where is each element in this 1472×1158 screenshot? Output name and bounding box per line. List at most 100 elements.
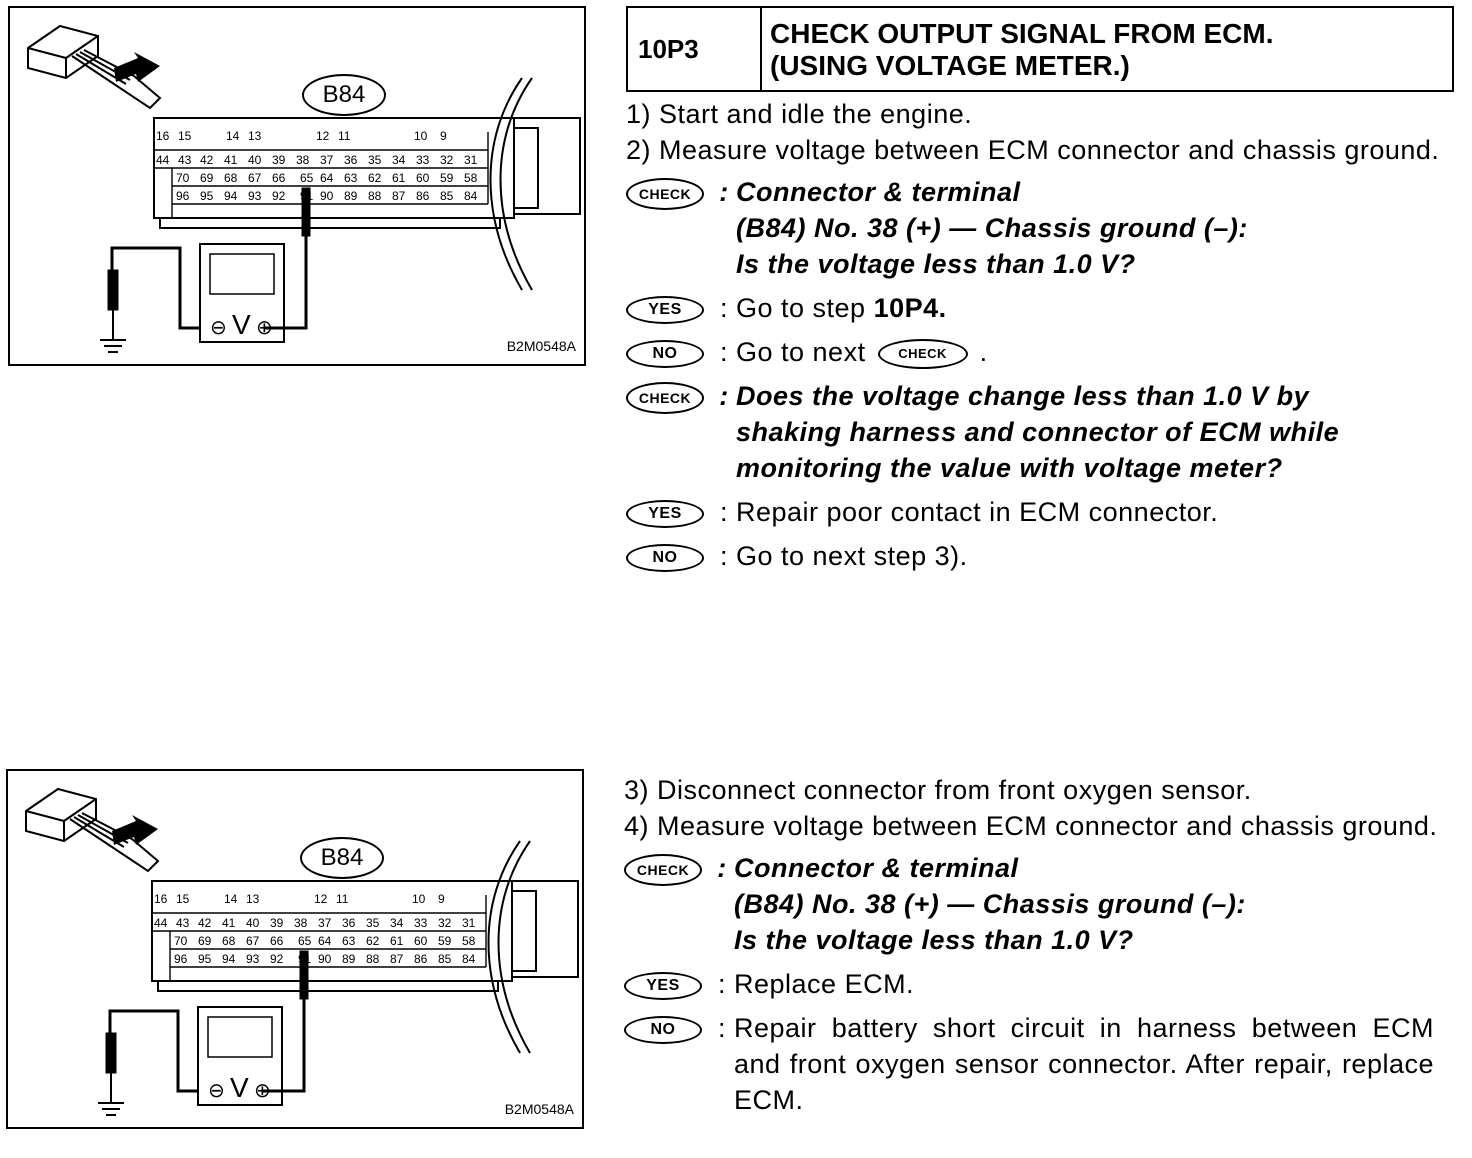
pin-label: 32 bbox=[440, 153, 454, 167]
check-line: Is the voltage less than 1.0 V? bbox=[734, 925, 1134, 955]
pin-label: 15 bbox=[178, 129, 192, 143]
pin-label: 44 bbox=[154, 916, 168, 930]
ecm-connector-illustration: 16 15 14 13 12 11 10 9 44 43 42 41 40 39… bbox=[27, 24, 581, 353]
pin-label: 42 bbox=[200, 153, 214, 167]
plus-terminal-icon: ⊕ bbox=[254, 1078, 271, 1102]
answer-text: Go to next bbox=[736, 337, 866, 367]
pin-label: 63 bbox=[344, 171, 358, 185]
pin-label: 84 bbox=[462, 952, 476, 966]
pin-label: 16 bbox=[154, 892, 168, 906]
pin-label: 61 bbox=[392, 171, 406, 185]
pin-label: 93 bbox=[246, 952, 260, 966]
pin-label: 9 bbox=[438, 892, 445, 906]
pin-label: 35 bbox=[368, 153, 382, 167]
no-badge: NO bbox=[626, 340, 704, 368]
pin-label: 42 bbox=[198, 916, 212, 930]
connector-diagram-bottom: 16 15 14 13 12 11 10 9 44 43 42 41 40 39… bbox=[6, 769, 584, 1129]
yes-row-3: YES : Replace ECM. bbox=[624, 966, 1452, 1002]
pin-label: 38 bbox=[296, 153, 310, 167]
check-line: Does the voltage change less than 1.0 V … bbox=[736, 381, 1310, 411]
yes-answer-2: Repair poor contact in ECM connector. bbox=[736, 497, 1219, 527]
pin-label: 14 bbox=[224, 892, 238, 906]
pin-label: 94 bbox=[222, 952, 236, 966]
pin-label: 38 bbox=[294, 916, 308, 930]
check-badge: CHECK bbox=[624, 854, 702, 886]
pin-label: 69 bbox=[200, 171, 214, 185]
pin-label: 31 bbox=[462, 916, 476, 930]
pin-label: 65 bbox=[300, 171, 314, 185]
pin-label: 15 bbox=[176, 892, 190, 906]
figure-code: B2M0548A bbox=[506, 338, 576, 354]
pin-row-1: 16 15 14 13 12 11 10 9 bbox=[154, 892, 445, 906]
pin-label: 90 bbox=[320, 189, 334, 203]
pin-label: 90 bbox=[318, 952, 332, 966]
yes-answer-1: Go to step 10P4. bbox=[736, 290, 947, 326]
pin-label: 62 bbox=[366, 934, 380, 948]
instruction-3: 3) Disconnect connector from front oxyge… bbox=[624, 775, 1252, 805]
pin-label: 11 bbox=[338, 129, 351, 143]
pin-label: 68 bbox=[224, 171, 238, 185]
check-row-2: CHECK : Does the voltage change less tha… bbox=[626, 378, 1456, 486]
pin-label: 33 bbox=[414, 916, 428, 930]
pin-label: 85 bbox=[438, 952, 452, 966]
pin-label: 96 bbox=[174, 952, 188, 966]
step-title-line-1: CHECK OUTPUT SIGNAL FROM ECM. bbox=[770, 18, 1274, 49]
pin-row-1: 16 15 14 13 12 11 10 9 bbox=[156, 129, 447, 143]
voltmeter-symbol: V bbox=[230, 1072, 249, 1103]
no-badge: NO bbox=[624, 1016, 702, 1044]
pin-label: 95 bbox=[198, 952, 212, 966]
minus-terminal-icon: ⊖ bbox=[208, 1078, 225, 1102]
plus-terminal-icon: ⊕ bbox=[256, 315, 273, 339]
check-badge: CHECK bbox=[626, 382, 704, 414]
pin-label: 60 bbox=[414, 934, 428, 948]
minus-terminal-icon: ⊖ bbox=[210, 315, 227, 339]
procedure-section-2: 3) Disconnect connector from front oxyge… bbox=[624, 772, 1452, 1118]
pin-label: 89 bbox=[344, 189, 358, 203]
pin-label: 87 bbox=[392, 189, 406, 203]
pin-label: 31 bbox=[464, 153, 478, 167]
instruction-4: 4) Measure voltage between ECM connector… bbox=[624, 811, 1438, 841]
pin-label: 69 bbox=[198, 934, 212, 948]
check-row-1: CHECK : Connector & terminal (B84) No. 3… bbox=[626, 174, 1456, 282]
pin-label: 62 bbox=[368, 171, 382, 185]
pin-label: 70 bbox=[174, 934, 188, 948]
pin-label: 41 bbox=[224, 153, 238, 167]
pin-label: 61 bbox=[390, 934, 404, 948]
pin-label: 64 bbox=[318, 934, 332, 948]
pin-label: 66 bbox=[270, 934, 284, 948]
pin-grid bbox=[152, 895, 487, 981]
yes-badge: YES bbox=[624, 972, 702, 1000]
check-question-1: Connector & terminal (B84) No. 38 (+) — … bbox=[736, 174, 1248, 282]
pin-label: 64 bbox=[320, 171, 334, 185]
no-answer-1: Go to next CHECK . bbox=[736, 337, 988, 369]
yes-badge: YES bbox=[626, 296, 704, 324]
instruction-1: 1) Start and idle the engine. bbox=[626, 99, 973, 129]
pin-label: 39 bbox=[270, 916, 284, 930]
check-line: Connector & terminal bbox=[736, 177, 1021, 207]
yes-badge: YES bbox=[626, 500, 704, 528]
answer-text: Go to step bbox=[736, 293, 874, 323]
voltmeter-symbol: V bbox=[232, 309, 251, 340]
pin-row-2: 44 43 42 41 40 39 38 37 36 35 34 33 32 3… bbox=[154, 916, 476, 930]
pin-label: 59 bbox=[438, 934, 452, 948]
yes-row-1: YES : Go to step 10P4. bbox=[626, 290, 1456, 326]
pin-row-3: 70 69 68 67 66 65 64 63 62 61 60 59 58 bbox=[176, 171, 478, 185]
pin-label: 37 bbox=[318, 916, 332, 930]
pin-label: 63 bbox=[342, 934, 356, 948]
pin-label: 59 bbox=[440, 171, 454, 185]
yes-answer-3: Replace ECM. bbox=[734, 969, 915, 999]
check-line: Connector & terminal bbox=[734, 853, 1019, 883]
pin-label: 85 bbox=[440, 189, 454, 203]
pin-row-4: 96 95 94 93 92 91 90 89 88 87 86 85 84 bbox=[176, 189, 478, 203]
pin-label: 40 bbox=[246, 916, 260, 930]
pin-label: 86 bbox=[416, 189, 430, 203]
pin-label: 66 bbox=[272, 171, 286, 185]
step-header: 10P3 CHECK OUTPUT SIGNAL FROM ECM. (USIN… bbox=[626, 6, 1454, 92]
pin-label: 34 bbox=[390, 916, 404, 930]
yes-row-2: YES : Repair poor contact in ECM connect… bbox=[626, 494, 1456, 530]
pin-label: 70 bbox=[176, 171, 190, 185]
check-line: monitoring the value with voltage meter? bbox=[736, 453, 1283, 483]
pin-label: 60 bbox=[416, 171, 430, 185]
instruction-2: 2) Measure voltage between ECM connector… bbox=[626, 135, 1440, 165]
pin-label: 33 bbox=[416, 153, 430, 167]
